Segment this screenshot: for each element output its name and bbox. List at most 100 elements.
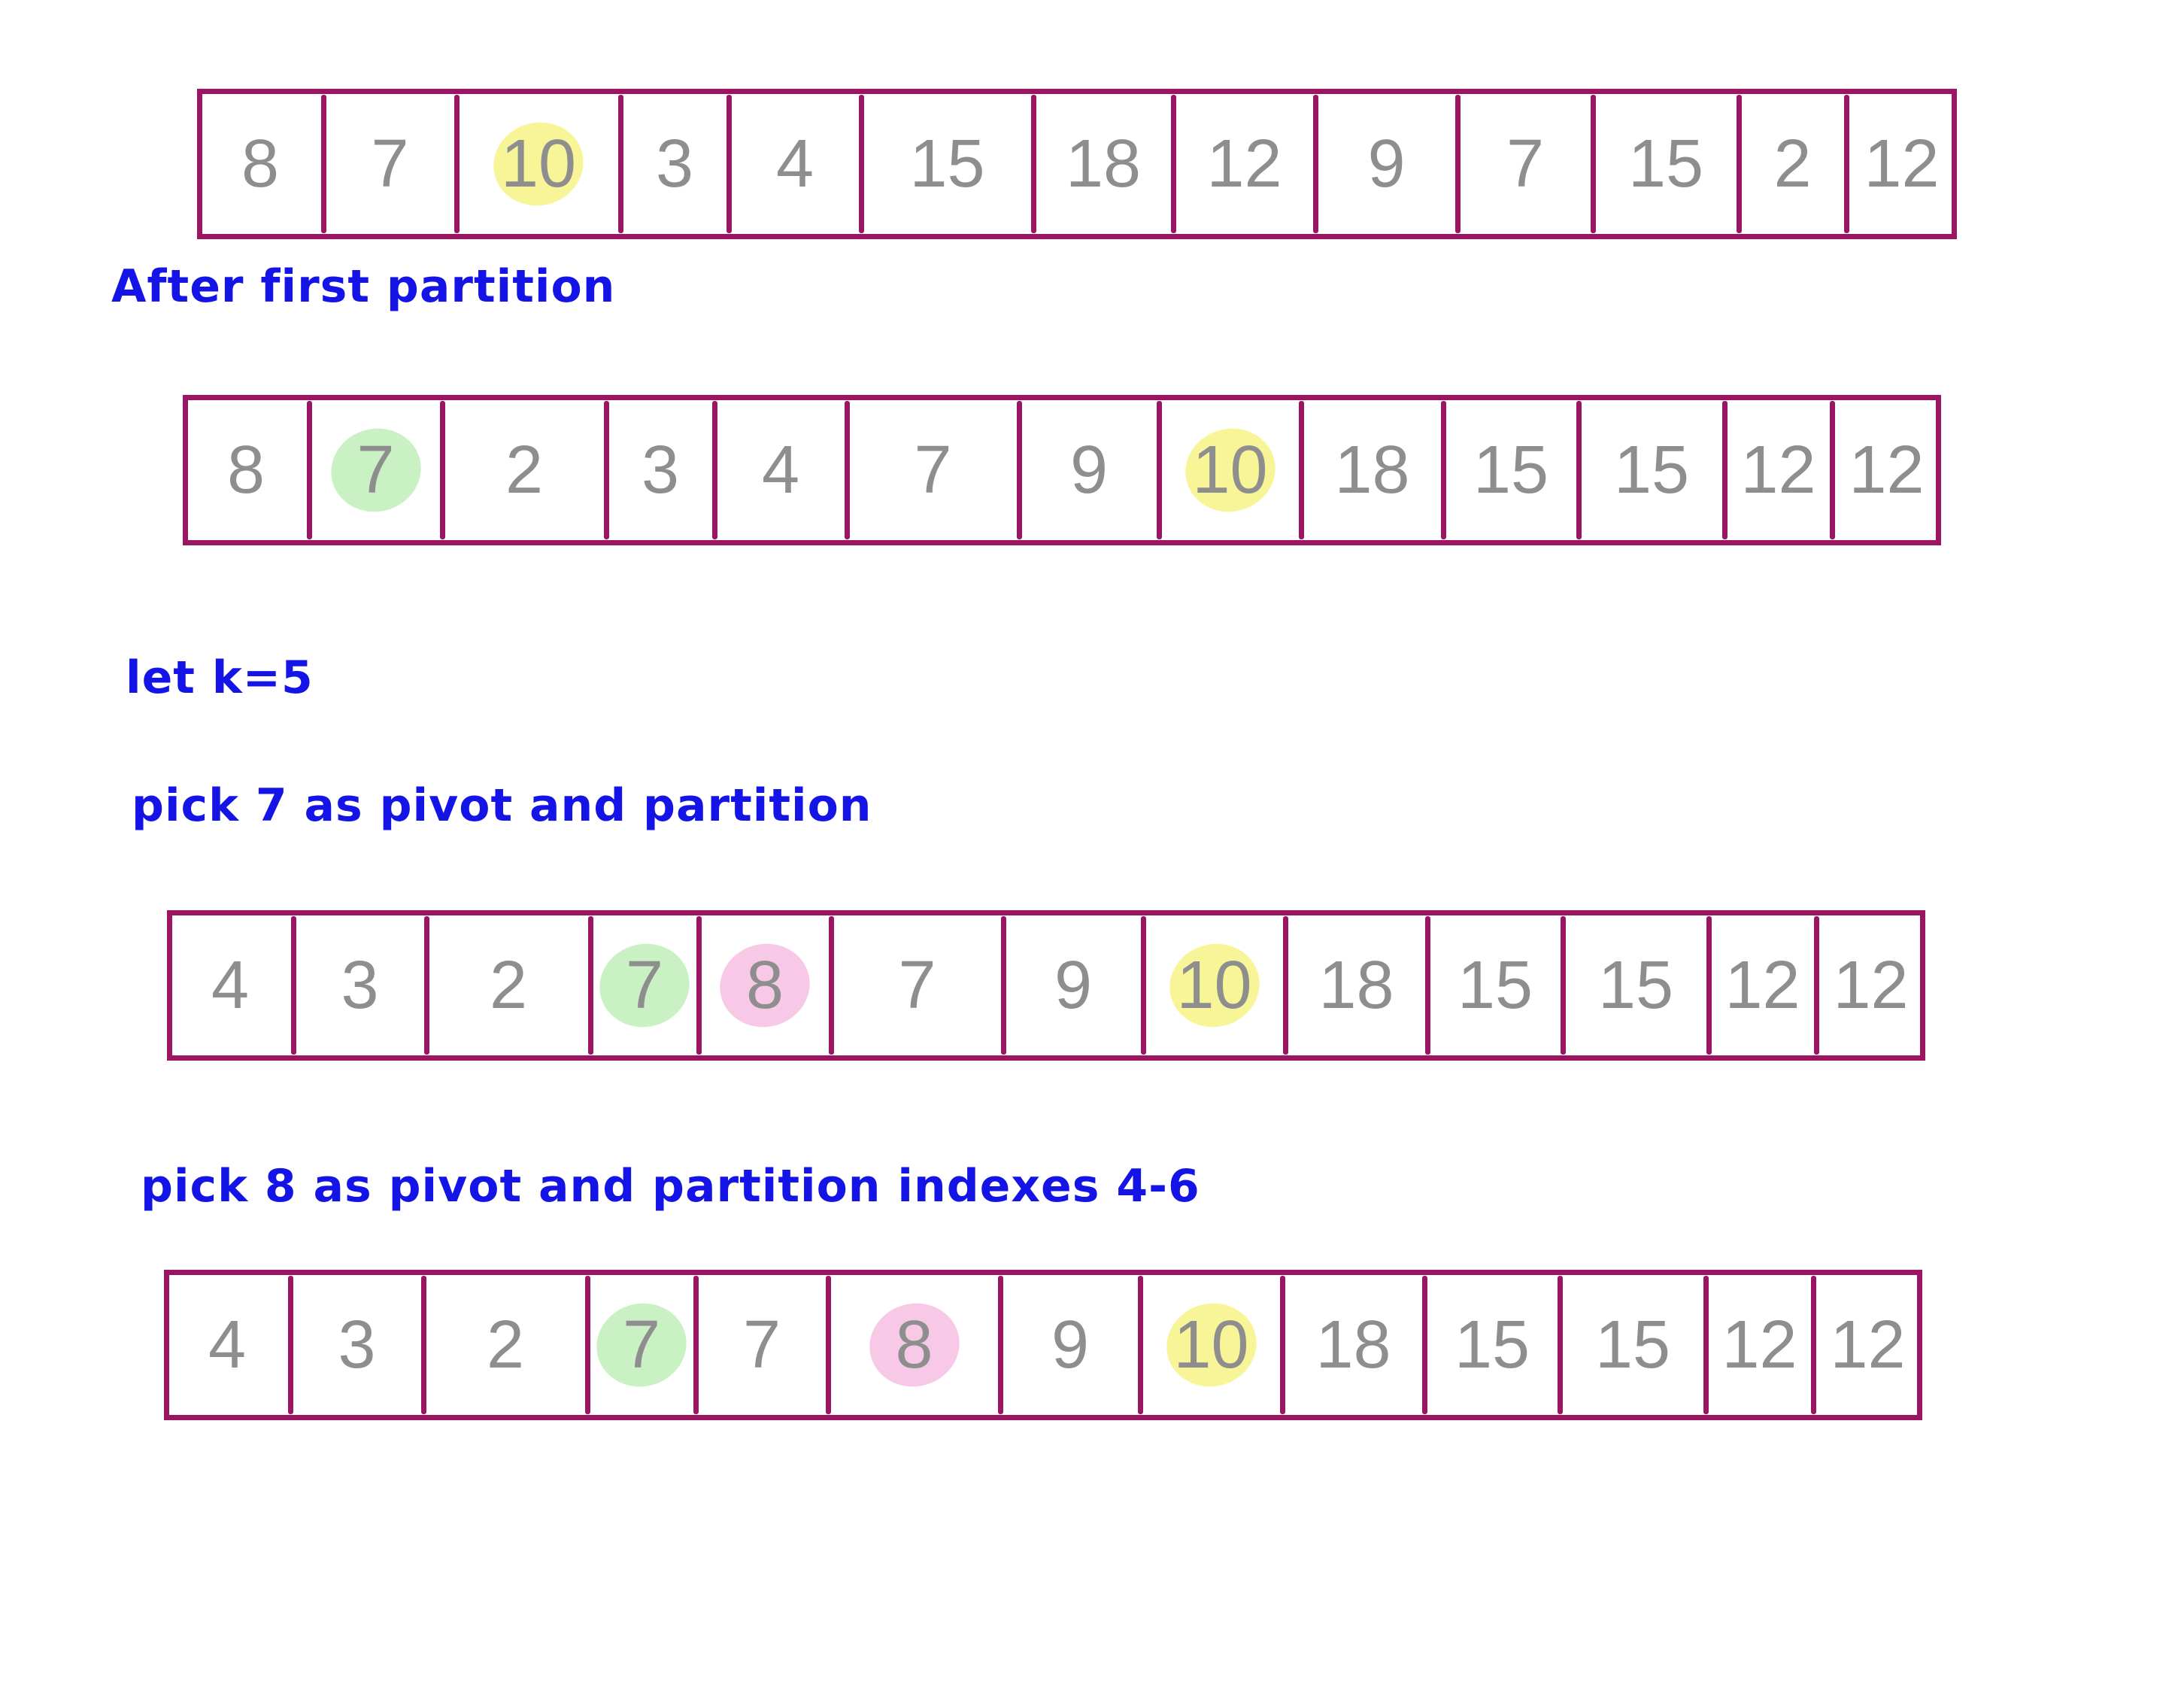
cell-value: 7 (1506, 126, 1545, 202)
cell-value: 12 (1864, 126, 1940, 202)
array-cell: 9 (1313, 89, 1458, 239)
array-cell: 15 (859, 89, 1033, 239)
cell-value: 8 (745, 948, 784, 1023)
array-cell: 3 (288, 1270, 423, 1420)
cell-value: 7 (914, 433, 952, 508)
cell-value: 9 (1367, 126, 1406, 202)
cell-value: 4 (211, 948, 250, 1023)
array-cell: 7 (307, 395, 442, 545)
cell-value: 7 (371, 126, 409, 202)
cell-value: 4 (775, 126, 814, 202)
cell-value: 12 (1830, 1307, 1906, 1383)
array-cell: 3 (291, 910, 426, 1061)
array-cell: 15 (1425, 910, 1563, 1061)
array-cell: 4 (712, 395, 847, 545)
caption-let-k: let k=5 (126, 651, 314, 704)
cell-value: 12 (1833, 948, 1909, 1023)
array-cell: 12 (1722, 395, 1832, 545)
cell-value: 4 (761, 433, 800, 508)
array-cell: 2 (421, 1270, 587, 1420)
cell-value: 18 (1318, 948, 1394, 1023)
array-cell: 3 (604, 395, 714, 545)
array-cell: 12 (1814, 910, 1925, 1061)
array-cell: 12 (1811, 1270, 1922, 1420)
array-cell: 12 (1830, 395, 1941, 545)
array-cell: 4 (726, 89, 861, 239)
array-cell: 4 (164, 1270, 290, 1420)
cell-value: 12 (1849, 433, 1925, 508)
cell-value: 10 (1176, 948, 1252, 1023)
array-cell: 15 (1422, 1270, 1560, 1420)
cell-value: 2 (505, 433, 544, 508)
array-frame (183, 395, 1941, 545)
cell-value: 7 (622, 1307, 661, 1383)
array-cell: 12 (1171, 89, 1315, 239)
array-frame (164, 1270, 1922, 1420)
array-cell: 18 (1280, 1270, 1424, 1420)
cell-value: 15 (1613, 433, 1690, 508)
cell-value: 3 (341, 948, 379, 1023)
array-cell: 2 (424, 910, 590, 1061)
cell-value: 3 (338, 1307, 376, 1383)
array-cell: 7 (321, 89, 457, 239)
array-cell: 18 (1299, 395, 1443, 545)
array-cell: 10 (1141, 910, 1285, 1061)
array-cell: 8 (197, 89, 323, 239)
cell-value: 2 (489, 948, 528, 1023)
array-cell: 7 (585, 1270, 696, 1420)
array-frame (197, 89, 1957, 239)
cell-value: 3 (641, 433, 680, 508)
array-cell: 7 (829, 910, 1003, 1061)
array-cell: 15 (1441, 395, 1579, 545)
array-cell: 10 (454, 89, 620, 239)
array-cell: 15 (1576, 395, 1724, 545)
array-cell: 12 (1844, 89, 1957, 239)
array-cell: 12 (1703, 1270, 1813, 1420)
array-cell: 12 (1706, 910, 1816, 1061)
array-cell: 8 (183, 395, 309, 545)
cell-value: 12 (1724, 948, 1800, 1023)
array-cell: 9 (1001, 910, 1143, 1061)
array-cell: 18 (1031, 89, 1173, 239)
cell-value: 10 (1192, 433, 1268, 508)
array-cell: 15 (1558, 1270, 1706, 1420)
cell-value: 4 (208, 1307, 247, 1383)
array-cell: 2 (440, 395, 606, 545)
cell-value: 15 (1594, 1307, 1671, 1383)
array-cell: 15 (1591, 89, 1739, 239)
caption-pick-8-pivot: pick 8 as pivot and partition indexes 4-… (141, 1160, 1200, 1213)
array-cell: 10 (1157, 395, 1301, 545)
cell-value: 7 (742, 1307, 781, 1383)
array-cell: 7 (693, 1270, 828, 1420)
array-cell: 7 (1455, 89, 1593, 239)
cell-value: 12 (1721, 1307, 1797, 1383)
cell-value: 8 (241, 126, 280, 202)
array-cell: 10 (1138, 1270, 1282, 1420)
array-cell: 3 (618, 89, 729, 239)
array-cell: 9 (998, 1270, 1140, 1420)
cell-value: 2 (486, 1307, 525, 1383)
cell-value: 7 (625, 948, 664, 1023)
cell-value: 15 (1473, 433, 1549, 508)
cell-value: 12 (1740, 433, 1816, 508)
cell-value: 18 (1315, 1307, 1391, 1383)
cell-value: 7 (356, 433, 395, 508)
cell-value: 18 (1334, 433, 1410, 508)
array-frame (167, 910, 1925, 1061)
cell-value: 8 (226, 433, 265, 508)
cell-value: 9 (1054, 948, 1093, 1023)
array-cell: 7 (588, 910, 699, 1061)
array-cell: 2 (1737, 89, 1846, 239)
cell-value: 7 (898, 948, 936, 1023)
cell-value: 12 (1206, 126, 1282, 202)
cell-value: 15 (1457, 948, 1533, 1023)
cell-value: 9 (1069, 433, 1109, 508)
cell-value: 10 (1173, 1307, 1249, 1383)
array-cell: 8 (826, 1270, 1000, 1420)
array-cell: 4 (167, 910, 293, 1061)
array-row-2: 8 7 2 3 4 7 9 10 18 15 15 12 12 (183, 395, 1941, 545)
